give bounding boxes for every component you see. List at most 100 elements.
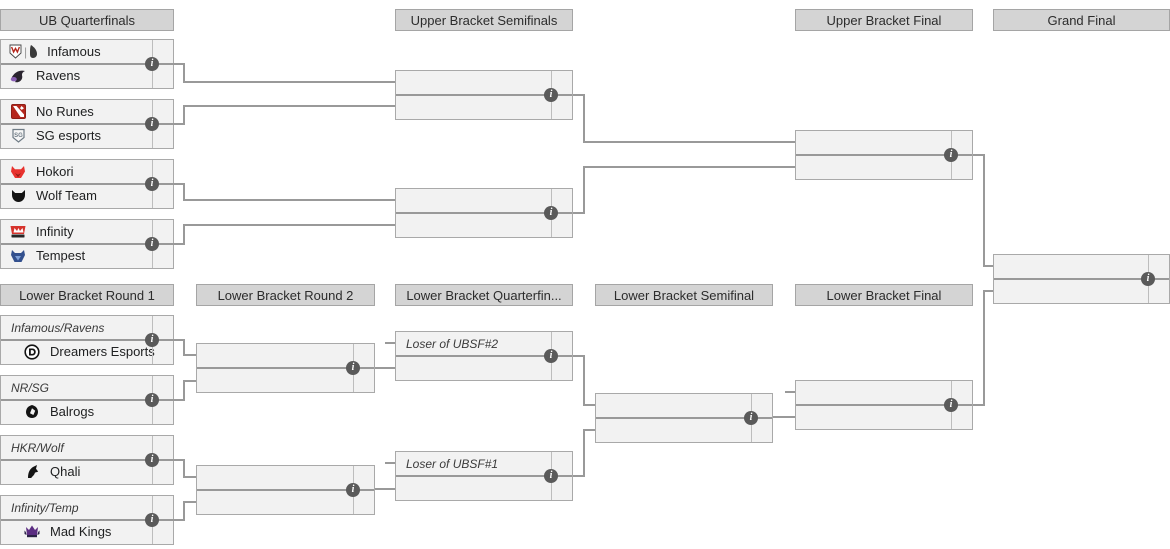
- match-grand-final: i: [993, 254, 1170, 304]
- team-row-tempest[interactable]: Tempest: [1, 243, 173, 266]
- team-row-balrogs[interactable]: Balrogs: [1, 399, 173, 422]
- info-glyph: i: [150, 334, 154, 345]
- team-row-ravens[interactable]: Ravens: [1, 63, 173, 86]
- connector-line: [983, 290, 985, 406]
- match-info-icon[interactable]: i: [944, 148, 958, 162]
- team-row-empty[interactable]: [596, 417, 772, 440]
- info-glyph: i: [351, 362, 355, 373]
- connector-line: [983, 154, 985, 267]
- connector-line: [583, 94, 585, 143]
- match-info-icon[interactable]: i: [145, 513, 159, 527]
- connector-line: [183, 105, 185, 125]
- team-name: Dreamers Esports: [50, 344, 155, 359]
- match-lbr1-2: NR/SG Balrogs i: [0, 375, 174, 425]
- connector-line: [173, 183, 184, 185]
- connector-line: [173, 123, 184, 125]
- connector-line: [183, 63, 185, 83]
- match-info-icon[interactable]: i: [145, 177, 159, 191]
- connector-line: [973, 154, 984, 156]
- team-row-empty[interactable]: [796, 404, 972, 427]
- match-info-icon[interactable]: i: [1141, 272, 1155, 286]
- team-row-wolf-team[interactable]: Wolf Team: [1, 183, 173, 206]
- team-row-placeholder[interactable]: Infamous/Ravens: [1, 316, 173, 339]
- connector-line: [183, 199, 395, 201]
- match-info-icon[interactable]: i: [544, 469, 558, 483]
- team-name: Mad Kings: [50, 524, 112, 539]
- team-row-mad-kings[interactable]: Mad Kings: [1, 519, 173, 542]
- connector-line: [385, 462, 395, 464]
- match-info-icon[interactable]: i: [145, 393, 159, 407]
- connector-line: [183, 224, 395, 226]
- team-row-qhali[interactable]: Qhali: [1, 459, 173, 482]
- ravens-icon: [9, 67, 27, 84]
- sg-esports-icon: SG: [9, 127, 27, 144]
- team-row-dreamers[interactable]: Dreamers Esports: [1, 339, 173, 362]
- team-row-empty[interactable]: [197, 367, 374, 390]
- info-glyph: i: [351, 484, 355, 495]
- info-glyph: i: [150, 178, 154, 189]
- match-info-icon[interactable]: i: [744, 411, 758, 425]
- match-info-icon[interactable]: i: [346, 483, 360, 497]
- match-info-icon[interactable]: i: [145, 333, 159, 347]
- team-name: SG esports: [36, 128, 102, 143]
- match-info-icon[interactable]: i: [145, 453, 159, 467]
- team-row-no-runes[interactable]: No Runes: [1, 100, 173, 123]
- team-name: Balrogs: [50, 404, 95, 419]
- team-row-empty[interactable]: [396, 475, 572, 498]
- connector-line: [183, 380, 196, 382]
- team-row-empty[interactable]: [796, 154, 972, 177]
- team-row-infamous[interactable]: | Infamous: [1, 40, 173, 63]
- connector-line: [173, 63, 184, 65]
- team-name: No Runes: [36, 104, 94, 119]
- match-info-icon[interactable]: i: [544, 88, 558, 102]
- connector-line: [583, 166, 795, 168]
- team-row-placeholder[interactable]: Infinity/Temp: [1, 496, 173, 519]
- team-row-empty[interactable]: [994, 278, 1169, 301]
- team-row-empty[interactable]: [396, 212, 572, 235]
- match-ubqf-4: Infinity Tempest i: [0, 219, 174, 269]
- team-row-hokori[interactable]: Hokori: [1, 160, 173, 183]
- match-ubqf-3: Hokori Wolf Team i: [0, 159, 174, 209]
- match-ubsf-2: i: [395, 188, 573, 238]
- connector-line: [183, 81, 395, 83]
- connector-line: [773, 416, 795, 418]
- team-row-empty[interactable]: [197, 489, 374, 512]
- team-row-placeholder[interactable]: HKR/Wolf: [1, 436, 173, 459]
- connector-line: [983, 290, 993, 292]
- team-row-placeholder[interactable]: Loser of UBSF#2: [396, 332, 572, 355]
- match-info-icon[interactable]: i: [944, 398, 958, 412]
- placeholder-name: HKR/Wolf: [11, 440, 64, 455]
- connector-line: [573, 355, 584, 357]
- team-row-placeholder[interactable]: NR/SG: [1, 376, 173, 399]
- balrogs-icon: [23, 403, 41, 420]
- team-row-empty[interactable]: [396, 94, 572, 117]
- match-info-icon[interactable]: i: [544, 349, 558, 363]
- connector-line: [183, 183, 185, 201]
- mad-kings-icon: [23, 523, 41, 540]
- no-runes-icon: [9, 103, 27, 120]
- connector-line: [375, 488, 395, 490]
- match-lbqf-2: Loser of UBSF#1 i: [395, 451, 573, 501]
- match-info-icon[interactable]: i: [346, 361, 360, 375]
- connector-line: [983, 265, 993, 267]
- match-info-icon[interactable]: i: [145, 117, 159, 131]
- connector-line: [583, 141, 795, 143]
- round-header-lb-quarterfinal: Lower Bracket Quarterfin...: [395, 284, 573, 306]
- placeholder-name: Loser of UBSF#2: [406, 336, 499, 351]
- team-row-empty[interactable]: [396, 355, 572, 378]
- round-header-lb-round2: Lower Bracket Round 2: [196, 284, 375, 306]
- match-ubsf-1: i: [395, 70, 573, 120]
- team-row-sg-esports[interactable]: SG SG esports: [1, 123, 173, 146]
- info-glyph: i: [150, 118, 154, 129]
- team-name: Infamous: [47, 44, 101, 59]
- info-glyph: i: [150, 454, 154, 465]
- info-glyph: i: [549, 207, 553, 218]
- infamous-icon: |: [9, 43, 38, 60]
- match-lbr1-3: HKR/Wolf Qhali i: [0, 435, 174, 485]
- match-lbr2-2: i: [196, 465, 375, 515]
- team-row-placeholder[interactable]: Loser of UBSF#1: [396, 452, 572, 475]
- match-info-icon[interactable]: i: [145, 237, 159, 251]
- team-row-infinity[interactable]: Infinity: [1, 220, 173, 243]
- match-info-icon[interactable]: i: [544, 206, 558, 220]
- match-info-icon[interactable]: i: [145, 57, 159, 71]
